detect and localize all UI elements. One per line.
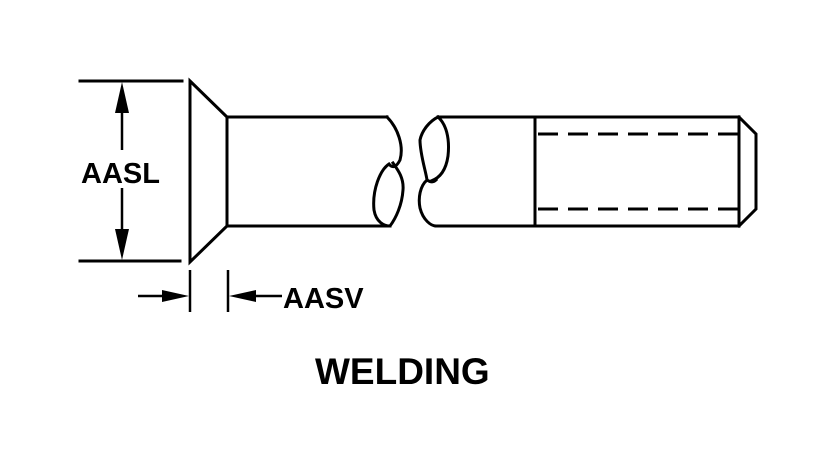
arrowhead-down-icon (115, 229, 129, 260)
end-chamfer (736, 114, 758, 229)
head-outline (188, 77, 229, 266)
break-line-left (372, 114, 405, 228)
arrowhead-up-icon (115, 82, 129, 113)
label-aasv: AASV (283, 283, 364, 315)
shank-left-section (225, 114, 405, 228)
arrowhead-left-icon (229, 290, 256, 302)
break-line-right (417, 114, 450, 228)
dimension-head-diameter: AASL (78, 79, 184, 263)
dimension-head-thickness: AASV (138, 270, 364, 315)
shank-right-section (417, 114, 741, 228)
arrowhead-right-icon (162, 290, 189, 302)
threaded-section (533, 114, 758, 229)
label-aasl: AASL (81, 158, 160, 190)
diagram-title: WELDING (315, 351, 490, 392)
stud-head (188, 77, 229, 266)
